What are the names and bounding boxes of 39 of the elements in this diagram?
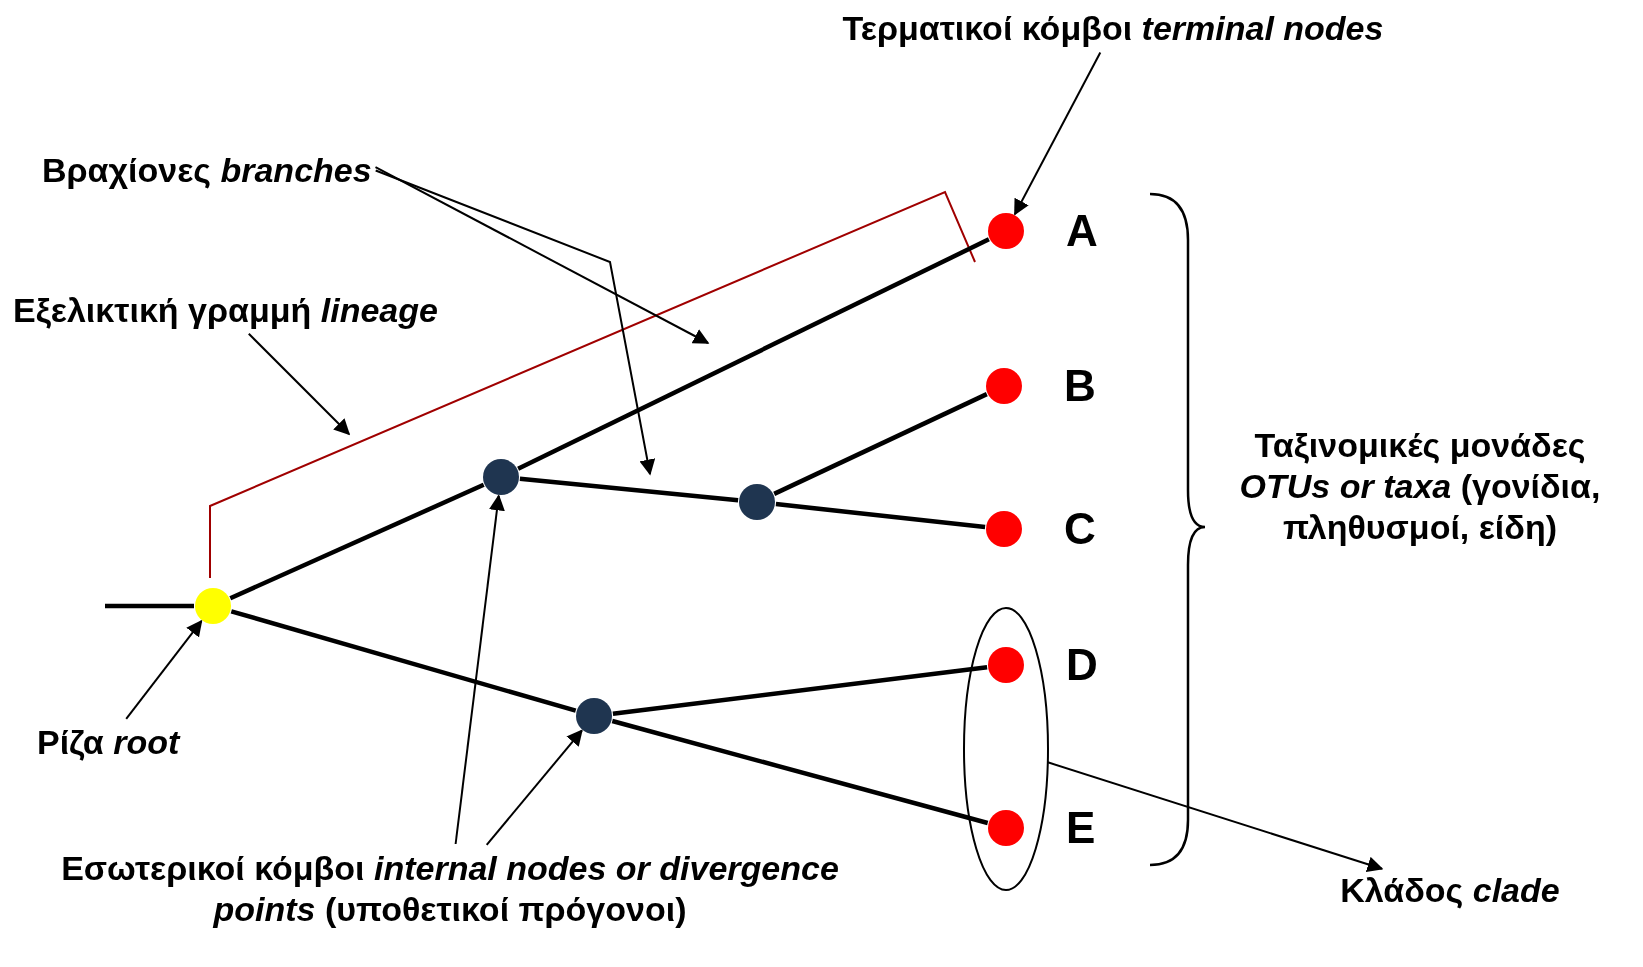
arrow [485,729,583,846]
arrow [247,332,351,436]
branch-line [105,603,194,609]
annotation-text: Ρίζα root [37,722,180,763]
taxon-label: B [1064,364,1096,408]
arrow [1013,51,1102,216]
clade-ellipse [963,607,1049,891]
tree-node-dot [988,810,1024,846]
tree-node-dot [483,459,519,495]
taxon-label: A [1066,209,1098,253]
tree-node-dot [739,484,775,520]
annotation-text: Τερματικοί κόμβοι terminal nodes [713,8,1513,49]
tree-node-dot [195,588,231,624]
tree-node-dot [986,368,1022,404]
arrow [374,169,656,476]
tree-node-dot [576,698,612,734]
tree-node-dot [988,213,1024,249]
annotation-text: Ταξινομικές μονάδες OTUs or taxa (γονίδια, πληθυσμοί, είδη) [1225,425,1615,548]
branch-line [229,482,485,601]
arrow [374,166,710,344]
branch-line [230,609,577,713]
tree-node-dot [986,511,1022,547]
branch-line [517,237,990,471]
arrow [454,494,505,845]
annotation-text: Βραχίονες branches [42,150,372,191]
arrow [1046,761,1384,873]
taxon-label: D [1066,643,1098,687]
tree-node-dot [988,647,1024,683]
arrow [125,619,203,720]
branch-line [611,718,989,826]
annotation-text: Κλάδος clade [1280,870,1620,911]
branch-line [775,501,986,530]
branch-line [519,476,739,503]
branch-line [612,665,988,716]
taxon-label: E [1066,806,1096,850]
taxon-label: C [1064,507,1096,551]
branch-line [773,392,988,496]
annotation-text: Εσωτερικοί κόμβοι internal nodes or divergence points (υποθετικοί πρόγονοι) [20,848,880,930]
annotation-text: Εξελικτική γραμμή lineage [13,290,438,331]
